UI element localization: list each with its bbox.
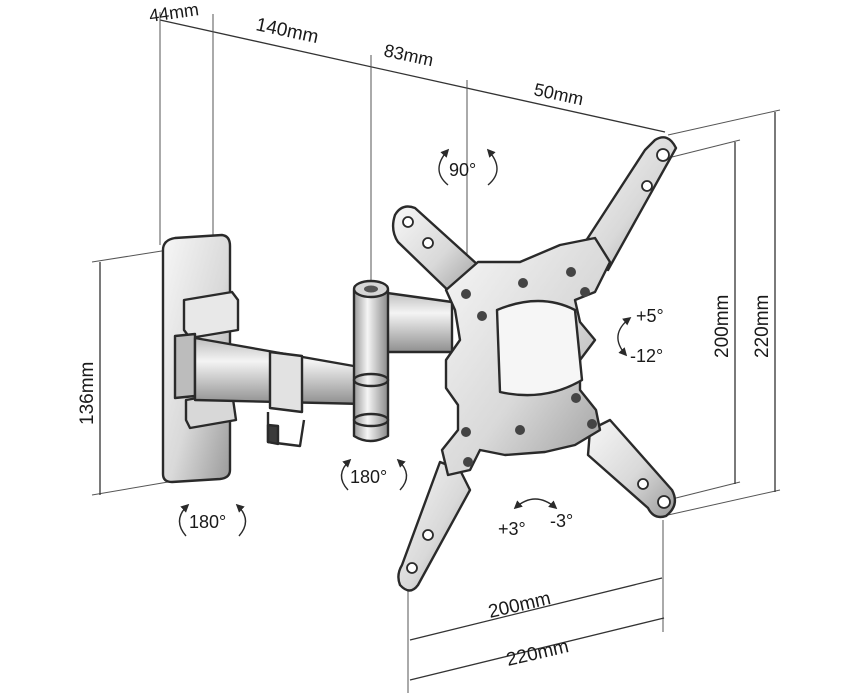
- extension-line-outer-top: [667, 109, 781, 136]
- dimension-wall-depth: 44mm: [148, 0, 200, 26]
- vesa-hole-tl-2: [422, 237, 434, 249]
- arm-clamp-block: [268, 350, 304, 414]
- rotation-tilt-down-label: -12°: [630, 346, 663, 366]
- tilt-arrow-icon: [617, 316, 632, 357]
- vesa-inner-width-line: [409, 577, 663, 641]
- dimension-swivel-depth: 83mm: [382, 40, 435, 70]
- rotation-top: 90°: [438, 148, 498, 186]
- dimension-vesa-inner-width: 200mm: [486, 588, 552, 623]
- rotation-level: +3° -3°: [498, 498, 573, 539]
- rotate-arrow-left-icon: [178, 503, 190, 537]
- rotation-level-plus-label: +3°: [498, 519, 526, 539]
- rotation-tilt-up-label: +5°: [636, 306, 664, 326]
- extension-line-outer-bottom: [667, 489, 781, 516]
- rotate-arrow-right-icon: [396, 458, 408, 491]
- vesa-screw-9: [518, 278, 528, 288]
- vesa-width-dimension-group: 200mm 220mm: [407, 520, 665, 693]
- vesa-arm-bottom-right: [586, 418, 677, 519]
- extension-line-wall-top: [91, 249, 169, 263]
- extension-line-inner-top: [667, 139, 741, 159]
- vesa-plate: [391, 136, 678, 592]
- vesa-arm-bottom-left: [397, 460, 472, 592]
- rotate-arrow-left-icon: [438, 148, 450, 186]
- vesa-hole-tr-2: [641, 180, 653, 192]
- vesa-screw-5: [461, 427, 471, 437]
- vesa-screw-6: [463, 457, 473, 467]
- rotation-top-label: 90°: [449, 160, 476, 180]
- swivel-ring-upper: [352, 372, 390, 388]
- wall-bracket-top: [182, 290, 240, 340]
- top-dimension-line: [159, 19, 666, 133]
- rotate-arrow-right-icon: [235, 503, 247, 537]
- vesa-screw-4: [580, 287, 590, 297]
- vesa-screw-7: [571, 393, 581, 403]
- vesa-hole-bl-2: [422, 529, 434, 541]
- arm-upper-segment: [378, 290, 454, 354]
- vesa-height-dimension-group: 200mm 220mm: [667, 109, 781, 516]
- swivel-joint: [352, 279, 390, 443]
- vesa-screw-10: [515, 425, 525, 435]
- dimension-vesa-outer-width: 220mm: [504, 636, 570, 671]
- vesa-screw-8: [587, 419, 597, 429]
- level-arrow-icon: [513, 498, 558, 510]
- vesa-screw-2: [477, 311, 487, 321]
- swivel-cylinder: [352, 288, 390, 443]
- swivel-top-bolt: [364, 285, 378, 293]
- rotation-wall-label: 180°: [189, 512, 226, 532]
- rotation-level-minus-label: -3°: [550, 511, 573, 531]
- vesa-hole-tr-1: [656, 148, 670, 162]
- rotation-wall: 180°: [178, 503, 247, 537]
- extension-line-wall-bottom: [91, 481, 169, 496]
- vesa-hole-tl-1: [402, 216, 414, 228]
- wall-hinge-block: [173, 332, 197, 400]
- arm-hook-foot: [266, 423, 280, 446]
- dimension-vesa-inner-height: 200mm: [712, 295, 733, 358]
- swivel-ring-lower: [352, 412, 390, 428]
- vesa-hole-br-1: [657, 495, 671, 509]
- vesa-screw-1: [461, 289, 471, 299]
- vesa-center-cutout: [495, 299, 584, 397]
- vesa-hole-br-2: [637, 478, 649, 490]
- rotation-arm: 180°: [340, 458, 408, 491]
- vesa-outer-width-line: [409, 617, 665, 681]
- wall-height-dimension-group: 136mm: [77, 249, 169, 496]
- dimension-vesa-outer-height: 220mm: [752, 295, 773, 358]
- vesa-screw-3: [566, 267, 576, 277]
- vesa-hole-bl-1: [406, 562, 418, 574]
- rotation-arm-label: 180°: [350, 467, 387, 487]
- rotate-arrow-right-icon: [486, 148, 498, 186]
- dimension-wall-height: 136mm: [77, 362, 98, 425]
- swing-arm: [193, 290, 454, 448]
- rotation-tilt: +5° -12°: [617, 306, 664, 366]
- extension-line-inner-bottom: [667, 481, 741, 501]
- rotate-arrow-left-icon: [340, 458, 352, 491]
